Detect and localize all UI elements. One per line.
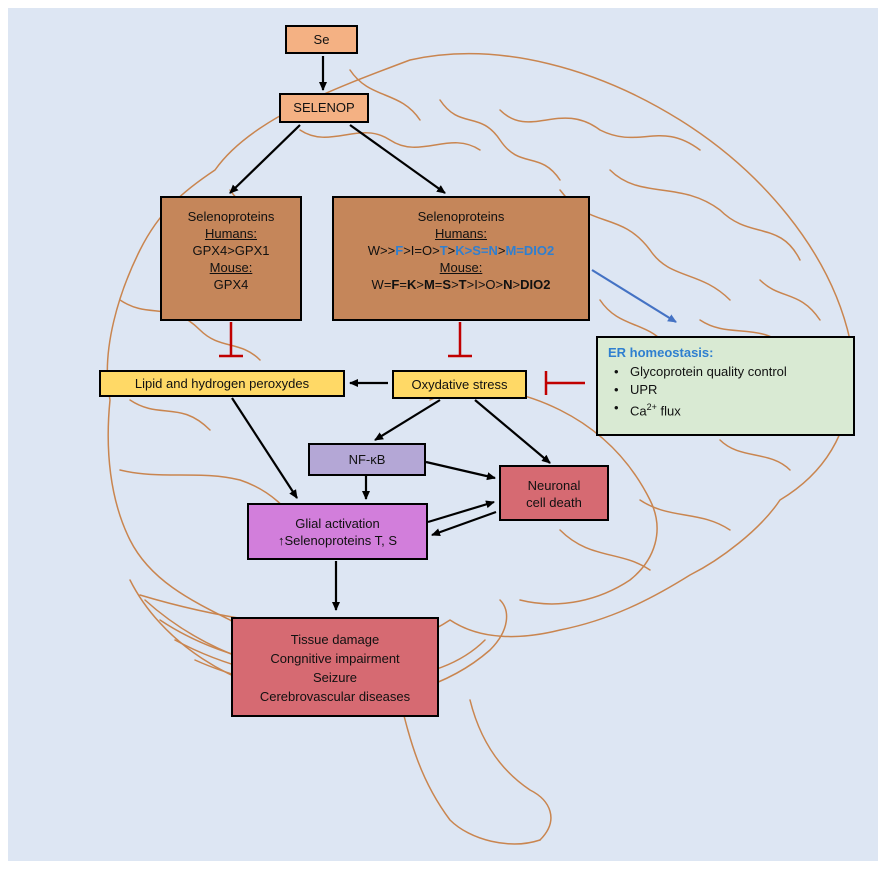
er-item-glycoprotein: Glycoprotein quality control [608, 363, 853, 380]
left-title: Selenoproteins [187, 209, 275, 224]
neuronal-line-2: cell death [526, 495, 582, 510]
right-mouse-order: W=F=K>M=S>T>I>O>N>DIO2 [371, 277, 551, 292]
inhibit-left [219, 322, 243, 358]
arrow-selenop-left [229, 124, 301, 194]
left-humans-label: Humans: [204, 226, 258, 241]
right-humans-label: Humans: [434, 226, 488, 241]
outcome-cerebrovascular: Cerebrovascular diseases [259, 689, 411, 704]
arrow-oxidative-neuronal [474, 399, 551, 464]
nfkb-box: NF-κB [308, 443, 426, 476]
arrow-glial-neuronal [427, 500, 495, 524]
arrow-selenoproteins-er [591, 269, 677, 323]
selenop-label: SELENOP [293, 100, 355, 115]
right-mouse-label: Mouse: [439, 260, 483, 275]
arrow-selenop-right [349, 124, 446, 194]
left-mouse-label: Mouse: [209, 260, 253, 275]
er-list: Glycoprotein quality control UPR Ca2+ fl… [608, 363, 853, 419]
selenoproteins-left-box: Selenoproteins Humans: GPX4>GPX1 Mouse: … [160, 196, 302, 321]
arrow-nfkb-neuronal [425, 460, 496, 481]
outcome-seizure: Seizure [312, 670, 358, 685]
glial-line-2: ↑Selenoproteins T, S [278, 533, 397, 548]
neuronal-line-1: Neuronal [527, 478, 581, 493]
left-humans-value: GPX4>GPX1 [192, 243, 270, 258]
er-item-ca-flux: Ca2+ flux [608, 399, 853, 419]
oxidative-label: Oxydative stress [411, 377, 508, 392]
nfkb-label: NF-κB [348, 452, 386, 467]
oxidative-stress-box: Oxydative stress [392, 370, 527, 399]
lipid-peroxides-box: Lipid and hydrogen peroxydes [99, 370, 345, 397]
se-label: Se [313, 32, 330, 47]
lipid-label: Lipid and hydrogen peroxydes [134, 376, 310, 391]
left-mouse-value: GPX4 [213, 277, 249, 292]
er-title: ER homeostasis: [608, 345, 714, 360]
inhibit-right [448, 322, 472, 358]
er-item-upr: UPR [608, 381, 853, 398]
right-title: Selenoproteins [417, 209, 505, 224]
right-humans-order: W>>F>I=O>T>K>S=N>M=DIO2 [367, 243, 555, 258]
selenop-box: SELENOP [279, 93, 369, 123]
selenoproteins-right-box: Selenoproteins Humans: W>>F>I=O>T>K>S=N>… [332, 196, 590, 321]
arrow-neuronal-glial [431, 510, 497, 537]
glial-activation-box: Glial activation ↑Selenoproteins T, S [247, 503, 428, 560]
outcome-tissue: Tissue damage [290, 632, 380, 647]
inhibit-er [544, 371, 585, 395]
glial-line-1: Glial activation [295, 516, 380, 531]
brain-outline [106, 52, 853, 651]
er-homeostasis-box: ER homeostasis: Glycoprotein quality con… [596, 336, 855, 436]
arrow-lipid-glial [231, 397, 298, 499]
brainstem-outline [399, 699, 541, 845]
neuronal-death-box: Neuronal cell death [499, 465, 609, 521]
arrow-oxidative-nfkb [374, 399, 441, 441]
up-arrow-icon: ↑ [278, 533, 285, 548]
outcome-cognitive: Congnitive impairment [270, 651, 400, 666]
se-box: Se [285, 25, 358, 54]
outcomes-box: Tissue damage Congnitive impairment Seiz… [231, 617, 439, 717]
